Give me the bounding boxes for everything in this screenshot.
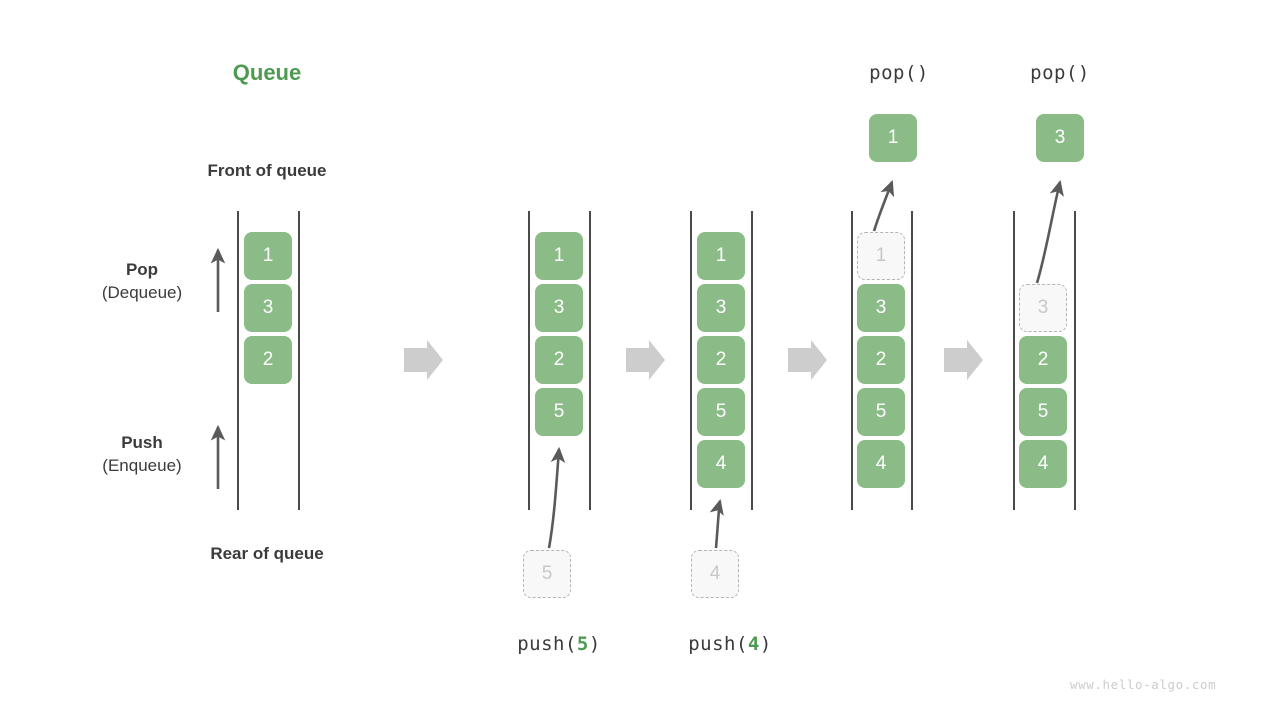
rail-right-col3 — [751, 211, 753, 510]
queue-item: 2 — [857, 336, 905, 384]
queue-item: 5 — [697, 388, 745, 436]
rail-left-col3 — [690, 211, 692, 510]
rail-left-col4 — [851, 211, 853, 510]
queue-item: 5 — [535, 388, 583, 436]
queue-item: 4 — [857, 440, 905, 488]
pop-label-main: Pop — [125, 260, 159, 279]
popped-item: 3 — [1036, 114, 1084, 162]
push-call-arg-2: 4 — [747, 633, 760, 655]
vacated-slot-ghost: 3 — [1019, 284, 1067, 332]
rail-left-col2 — [528, 211, 530, 510]
push-call-suffix-1: ) — [588, 633, 601, 655]
queue-item: 5 — [1019, 388, 1067, 436]
popped-item: 1 — [869, 114, 917, 162]
push-insert-arrow-4 — [709, 498, 724, 549]
rail-left-col5 — [1013, 211, 1015, 510]
push-operation-label: Push (Enqueue) — [102, 432, 181, 478]
push-call-prefix-2: push( — [688, 633, 748, 655]
push-call-label-1: push(5) — [517, 633, 601, 655]
queue-item: 3 — [244, 284, 292, 332]
pop-remove-arrow-1 — [872, 180, 895, 232]
queue-item: 3 — [857, 284, 905, 332]
rail-right-col5 — [1074, 211, 1076, 510]
queue-item: 2 — [244, 336, 292, 384]
queue-item: 4 — [697, 440, 745, 488]
queue-item: 1 — [697, 232, 745, 280]
flow-arrow — [404, 340, 443, 380]
vacated-slot-ghost: 1 — [857, 232, 905, 280]
push-label-main: Push — [121, 433, 163, 452]
incoming-item-ghost: 5 — [523, 550, 571, 598]
queue-item: 3 — [535, 284, 583, 332]
push-label-sub: (Enqueue) — [102, 455, 182, 475]
incoming-item-ghost: 4 — [691, 550, 739, 598]
push-insert-arrow-5 — [547, 446, 566, 549]
rail-right-col4 — [911, 211, 913, 510]
rear-of-queue-label: Rear of queue — [210, 544, 324, 563]
push-call-label-2: push(4) — [688, 633, 772, 655]
push-call-prefix-1: push( — [517, 633, 577, 655]
rail-left-col1 — [237, 211, 239, 510]
push-call-suffix-2: ) — [759, 633, 772, 655]
push-call-arg-1: 5 — [576, 633, 589, 655]
queue-item: 1 — [244, 232, 292, 280]
pop-call-label-2: pop() — [1030, 62, 1090, 84]
queue-item: 3 — [697, 284, 745, 332]
pop-remove-arrow-3 — [1035, 179, 1064, 284]
watermark: www.hello-algo.com — [1070, 677, 1217, 692]
queue-item: 2 — [535, 336, 583, 384]
pop-operation-label: Pop (Dequeue) — [102, 259, 182, 305]
queue-item: 4 — [1019, 440, 1067, 488]
flow-arrow — [944, 340, 983, 380]
flow-arrow — [788, 340, 827, 380]
pop-label-sub: (Dequeue) — [101, 282, 183, 302]
queue-item: 2 — [1019, 336, 1067, 384]
diagram-title: Queue — [232, 60, 302, 85]
queue-item: 1 — [535, 232, 583, 280]
flow-arrow — [626, 340, 665, 380]
queue-item: 2 — [697, 336, 745, 384]
rail-right-col1 — [298, 211, 300, 510]
front-of-queue-label: Front of queue — [207, 161, 327, 180]
pop-call-label-1: pop() — [869, 62, 929, 84]
rail-right-col2 — [589, 211, 591, 510]
queue-item: 5 — [857, 388, 905, 436]
